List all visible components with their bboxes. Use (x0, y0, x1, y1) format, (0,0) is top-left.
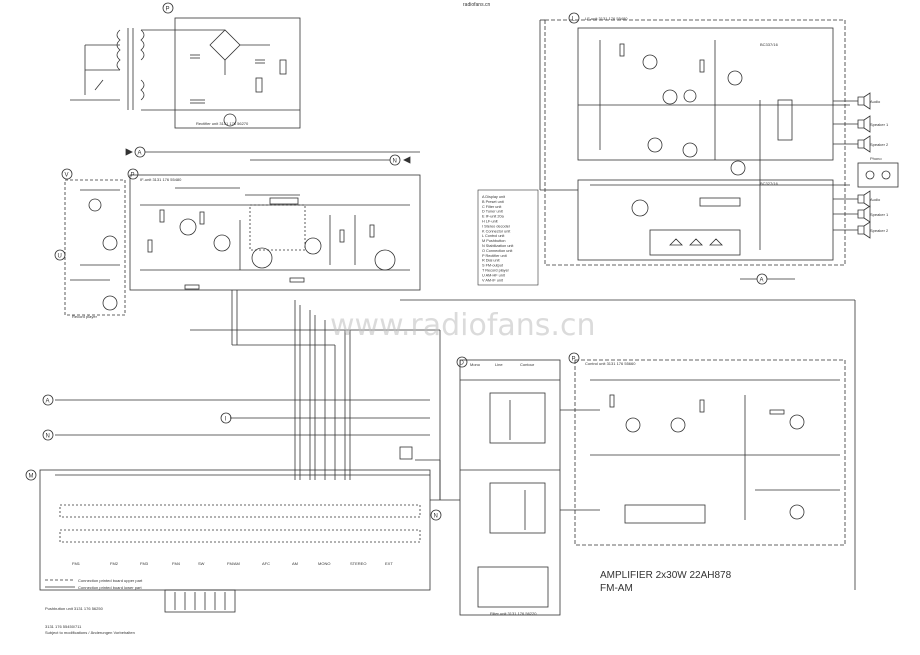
pushbutton-label-10: EXT (385, 561, 393, 566)
svg-text:A: A (138, 151, 142, 157)
transistor-label-1: BC337/16 (760, 42, 779, 47)
footer-code: 3131 176 55450/711 (45, 624, 82, 629)
filter-unit: D Mono Line Contour Filter unit 3131 176… (456, 356, 600, 616)
audio-label-b: Audio (870, 197, 881, 202)
legend-item: B Preset unit (482, 200, 505, 204)
pushbutton-label-4: SW (198, 561, 205, 566)
svg-text:U: U (58, 254, 62, 260)
transistor-label-2: BC327/16 (760, 181, 779, 186)
svg-text:N: N (46, 434, 50, 440)
speaker1b-label: Speaker 1 (870, 212, 889, 217)
svg-text:N: N (434, 514, 438, 520)
speaker1-label: Speaker 1 (870, 122, 889, 127)
legend-item: V AM-IF unit (482, 278, 504, 282)
svg-text:P: P (131, 173, 135, 179)
bus-connector-I: I (220, 412, 232, 424)
svg-text:D: D (460, 361, 465, 367)
bus-connector-A: A (42, 394, 54, 406)
diagram-title: AMPLIFIER 2x30W 22AH878 (600, 570, 732, 581)
filter-label-contour: Contour (520, 362, 535, 367)
legend-item: H LF-unit (482, 220, 499, 224)
rectifier-label: Rectifier unit 3131 176 56270 (196, 121, 249, 126)
connector-N-mid: N (250, 154, 411, 166)
legend-item: T Record player (482, 269, 510, 273)
legend-box (477, 189, 539, 286)
connector-P-top: P (162, 2, 174, 14)
pushbutton-label-2: FM3 (140, 561, 149, 566)
footer-note: Subject to modifications / Änderungen Vo… (45, 630, 135, 635)
legend-item: R Dial unit (482, 259, 500, 263)
bus-connector-N: N (42, 429, 54, 441)
pushbutton-label-3: FM4 (172, 561, 181, 566)
pushbutton-label-7: AM (292, 561, 298, 566)
legend-item: A Display unit (482, 195, 506, 199)
legend-item: M Pushbutton (482, 239, 505, 243)
legend-item: P Rectifier unit (482, 254, 508, 258)
svg-text:I: I (225, 417, 227, 423)
pushbutton-label-9: STEREO (350, 561, 366, 566)
filter-unit-label: Filter unit 3131 176 56220 (490, 611, 537, 616)
diagram-subtitle: FM-AM (600, 583, 633, 594)
pushbutton-unit-label: Pushbutton unit 3131 176 56250 (45, 606, 104, 611)
legend-item: E IF-unit 20a (482, 215, 505, 219)
legend-item: S FM-output (482, 264, 504, 268)
source-mark: radiofans.cn (463, 2, 490, 8)
svg-text:P: P (166, 7, 170, 13)
legend-item: L Control unit (482, 234, 505, 238)
lf-unit: L LF-unit 3131 176 55480 BC337/16 BC327/… (539, 12, 850, 266)
control-unit: P Control unit 3131 176 55660 (568, 352, 846, 546)
speaker-outputs: Audio Speaker 1 Speaker 2 Phono Audio Sp… (833, 92, 899, 239)
pushbutton-label-0: FM1 (72, 561, 81, 566)
if-unit-label: IF-unit 3131 176 55480 (140, 177, 182, 182)
legend-item: K Connector unit (482, 229, 511, 233)
connector-N-bottom: N (430, 509, 442, 521)
connector-A-left: A (125, 146, 420, 158)
watermark: www.radiofans.cn (330, 308, 595, 343)
pushbutton-label-1: FM2 (110, 561, 119, 566)
speaker2-label: Speaker 2 (870, 142, 889, 147)
legend-item: D Tuner unit (482, 210, 504, 214)
filter-label-mono: Mono (470, 362, 481, 367)
audio-label-a: Audio (870, 99, 881, 104)
record-player-label: Record player (72, 314, 98, 319)
legend-item: U AM-HF unit (482, 273, 506, 277)
speaker2b-label: Speaker 2 (870, 228, 889, 233)
legend-item: O Connection unit (482, 249, 513, 253)
svg-text:A: A (46, 399, 50, 405)
bus-connector-M: M (25, 469, 37, 481)
legend-item: C Filter unit (482, 205, 502, 209)
legend-item: I Stereo decoder (482, 224, 511, 228)
filter-label-line: Line (495, 362, 503, 367)
svg-text:A: A (760, 278, 764, 284)
pushbutton-label-5: FM/AM (227, 561, 240, 566)
svg-text:L: L (572, 17, 576, 23)
svg-text:P: P (572, 357, 576, 363)
pushbutton-unit: Connection printed board upper part Conn… (39, 399, 460, 635)
svg-text:V: V (65, 173, 69, 179)
record-player-block: V U Record player (54, 168, 126, 319)
pushbutton-labels: FM1 FM2 FM3 FM4 SW FM/AM AFC AM MONO STEREO EXT (72, 561, 393, 566)
pushbutton-label-8: MONO (318, 561, 330, 566)
pushbutton-label-6: AFC (262, 561, 270, 566)
legend-item: N Stabilization unit (482, 244, 514, 248)
svg-text:N: N (393, 159, 397, 165)
ribbon-wires (190, 290, 856, 590)
svg-text:M: M (29, 474, 34, 480)
rectifier-unit: Rectifier unit 3131 176 56270 (70, 17, 301, 129)
control-unit-label: Control unit 3131 176 55660 (585, 361, 636, 366)
wiring-legend-upper: Connection printed board upper part (78, 578, 143, 583)
connector-A-right: A (740, 273, 795, 285)
phono-label: Phono (870, 156, 882, 161)
lf-unit-label: LF-unit 3131 176 55480 (585, 16, 628, 21)
wiring-legend-lower: Connection printed board lower part (78, 585, 142, 590)
if-unit: P IF-unit 3131 176 55480 (127, 168, 421, 291)
